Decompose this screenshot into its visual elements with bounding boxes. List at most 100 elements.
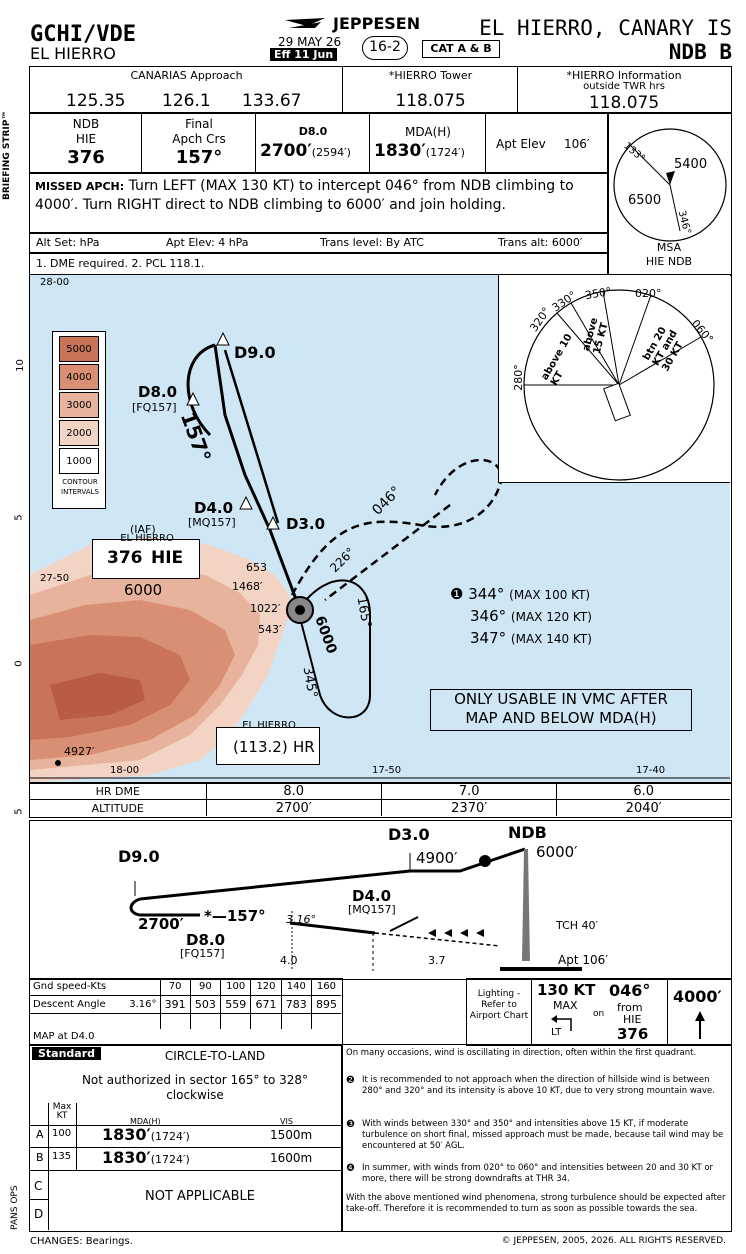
wind-sectors [523,289,715,481]
profile-crs: 157° [226,907,266,925]
contour-legend: 5000 4000 3000 2000 1000 CONTOUR INTERVA… [52,331,106,509]
missed-ident: HIE [623,1013,642,1026]
elev-value: 106′ [564,137,590,151]
profile-view: D9.0 D3.0 NDB 4900′ 6000′ 2700′ *—157° 3… [29,820,732,980]
vor-name: EL HIERRO [242,720,296,731]
speed-note-3-max: (MAX 140 KT) [510,632,592,646]
trans-alt: Trans alt: 6000′ [498,236,583,249]
speed-note-3-crs: 347° [470,629,507,647]
tower-freq: 118.075 [395,91,466,111]
info-freq: 118.075 [588,93,660,113]
cat-a-h: (1724′) [150,1130,190,1143]
ndb-id-name: EL HIERRO [120,533,174,544]
final-crs-cell: Final Apch Crs 157° [142,113,256,172]
profile-apt: Apt 106′ [558,953,608,967]
comm-row: CANARIAS Approach 125.35 126.1 133.67 *H… [29,66,732,114]
approach-freq-cell: CANARIAS Approach 125.35 126.1 133.67 [30,67,343,112]
cat-c: C [34,1179,43,1193]
minimums-box: Standard CIRCLE-TO-LAND Not authorized i… [29,1044,343,1232]
ndb-cell: NDB HIE 376 [30,113,142,172]
crs-value: 157° [175,147,223,168]
missed-approach-box: MISSED APCH: Turn LEFT (MAX 130 KT) to i… [29,172,609,234]
note-outro: With the above mentioned wind phenomena,… [346,1193,726,1214]
airport-icao: GCHI/VDE [30,22,136,47]
missed-lt: LT [551,1027,562,1038]
gs-70: 70 [160,979,191,995]
scale-5b: 5 [13,808,25,815]
cat-b-kt: 135 [52,1151,72,1162]
vmc-line-2: MAP AND BELOW MDA(H) [465,709,657,727]
alt-3: 2040′ [625,800,662,816]
missed-label: MISSED APCH: [35,180,125,193]
contour-label-2: INTERVALS [61,488,99,496]
cat-b-mda: 1830′ [102,1148,151,1167]
vor-ident: HR [293,738,315,756]
iaf-label: (IAF) [130,523,156,536]
tower-label: *HIERRO Tower [388,69,473,82]
rate-120: 671 [250,995,282,1013]
mda-label: MDA(H) [405,125,451,139]
speed-note-2: 346° (MAX 120 KT) [470,607,592,625]
circle-to-land: CIRCLE-TO-LAND [164,1049,266,1063]
profile-dist-1: 4.0 [280,954,298,967]
jeppesen-logo-icon [285,18,325,28]
dme-3: 6.0 [633,783,655,799]
cat-b-h: (1724′) [150,1153,190,1166]
not-applicable: NOT APPLICABLE [144,1189,256,1204]
ndb-id-freq: 376 [107,548,143,568]
spot-1022: 1022′ [250,602,281,615]
fix-d8-sub: [FQ157] [132,401,177,414]
cat-d: D [34,1207,44,1221]
speed-note-1: ❶ 344° (MAX 100 KT) [450,585,590,603]
crs-label-1: Final [185,117,213,131]
missed-alt: 4000′ [673,987,722,1006]
map-label: MAP at D4.0 [33,1031,95,1042]
contour-4000: 4000 [59,364,99,390]
gs-120: 120 [250,979,282,995]
briefing-row: NDB HIE 376 Final Apch Crs 157° D8.0 270… [29,112,609,174]
contour-1000: 1000 [59,448,99,474]
missed-freq: 376 [617,1025,649,1043]
airport-name: EL HIERRO [30,44,116,63]
profile-dist-2: 3.7 [428,954,446,967]
profile-d3: D3.0 [388,825,430,844]
dme-1: 8.0 [206,783,382,800]
chart-date: 29 MAY 26 [278,35,342,49]
procedure-title: NDB B [668,40,732,64]
msa-box: 133° 346° 5400 6500 MSA HIE NDB [607,112,732,276]
wind-diagram: 280° 320° 330° 350° 020° 060° above 10 K… [498,275,730,483]
contour-3000: 3000 [59,392,99,418]
msa-label-1: MSA [656,241,682,254]
profile-d8-sub: [FQ157] [180,947,225,960]
lon-right: 17-40 [636,765,666,776]
gs-160: 160 [316,981,336,993]
speed-note-2-crs: 346° [470,607,507,625]
plan-map [30,275,730,782]
crs-label-2: Apch Crs [172,132,226,146]
plan-view: 28-00 27-50 18-00 17-50 17-40 5000 4000 … [29,274,732,784]
contour-label-1: CONTOUR [62,478,98,486]
vmc-line-1: ONLY USABLE IN VMC AFTER [454,690,668,708]
alt-header: ALTITUDE [30,799,207,816]
minimums-standard: Standard [32,1047,102,1060]
speed-note-2-max: (MAX 120 KT) [510,610,592,624]
alt-2: 2370′ [381,799,558,816]
page-number: 16-2 [362,36,408,60]
speed-note-3: 347° (MAX 140 KT) [470,629,592,647]
fix-alt: 2700′ [260,141,312,161]
ndb-freq: 376 [67,147,105,168]
alt-set: Alt Set: hPa [36,236,100,249]
climb-arrow-icon [695,1011,705,1039]
sector-restriction: Not authorized in sector 165° to 328° cl… [81,1073,309,1102]
note-4: In summer, with winds from 020° to 060° … [362,1163,714,1184]
effective-date: Eff 11 Jun [270,48,338,61]
vor-freq: 113.2 [238,738,282,756]
note-1-marker: ❶ [450,585,464,603]
lat-top: 28-00 [40,277,70,288]
approach-freq-1: 125.35 [66,91,126,111]
rate-90: 503 [190,995,222,1013]
briefing-notes: 1. DME required. 2. PCL 118.1. [36,257,205,270]
gs-header: Gnd speed-Kts [30,979,161,995]
ndb-hold-alt: 6000 [124,581,163,599]
descent-angle: 3.16° [129,998,157,1010]
